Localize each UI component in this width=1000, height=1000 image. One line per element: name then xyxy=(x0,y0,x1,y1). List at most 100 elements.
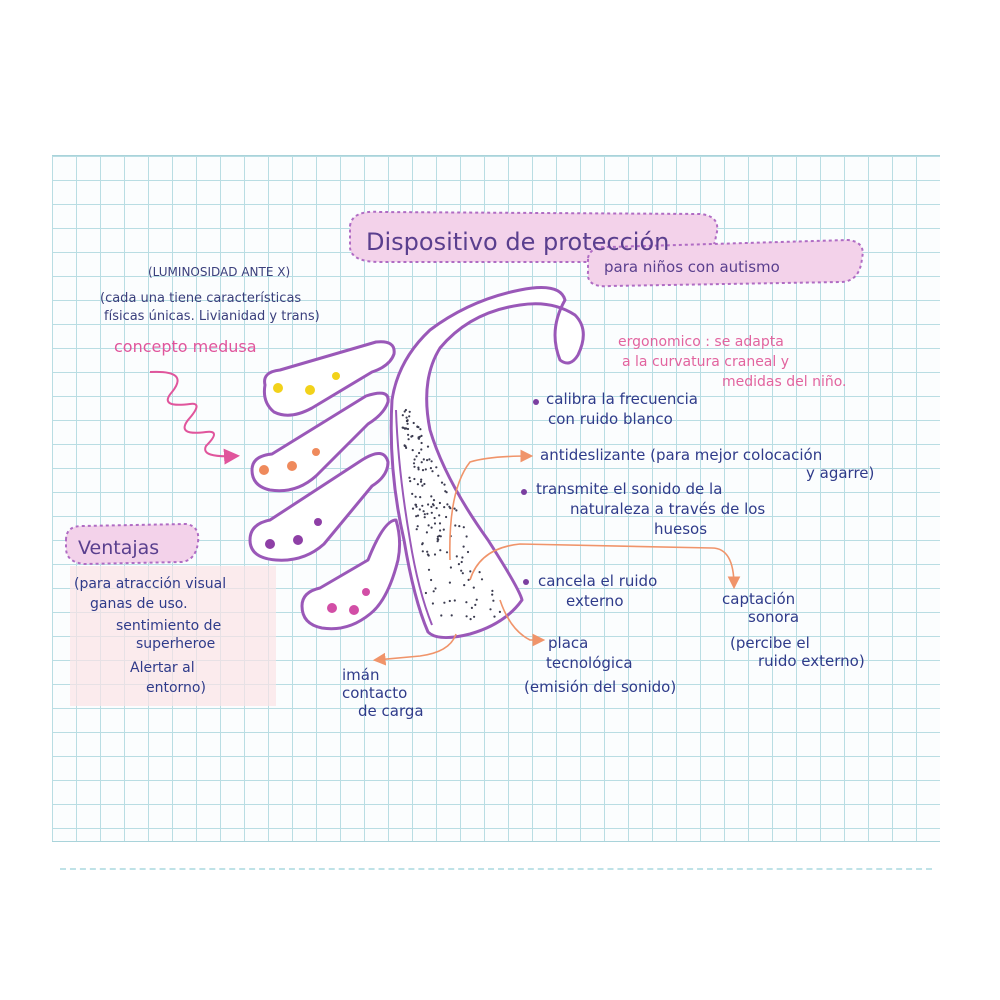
label-transmite-line-1: transmite el sonido de la xyxy=(536,480,722,498)
texture-dot xyxy=(426,550,429,553)
device-arm-3 xyxy=(248,452,390,562)
texture-dot xyxy=(427,503,430,506)
ventajas-line-3: sentimiento de xyxy=(116,618,221,634)
texture-dot xyxy=(467,578,470,582)
arrow-captacion xyxy=(469,543,741,590)
device-arm-4 xyxy=(300,518,402,631)
texture-dot xyxy=(440,481,444,484)
texture-dot xyxy=(437,474,440,477)
label-iman-line-3: de carga xyxy=(358,702,424,720)
texture-dot xyxy=(401,414,404,417)
texture-dot xyxy=(421,542,424,545)
texture-dot xyxy=(418,508,421,511)
dot-orange-3 xyxy=(312,448,320,456)
texture-dot xyxy=(431,470,434,473)
label-calibra-line-1: calibra la frecuencia xyxy=(546,390,698,408)
texture-dot xyxy=(428,458,431,461)
texture-dot xyxy=(408,476,411,479)
texture-dot xyxy=(420,434,423,437)
texture-dot xyxy=(438,514,441,517)
texture-dot xyxy=(455,509,458,512)
ventajas-line-5: Alertar al xyxy=(130,660,195,676)
texture-dot xyxy=(414,495,417,498)
texture-dot xyxy=(419,496,422,499)
note-ergonomico-line-2: a la curvatura craneal y xyxy=(622,354,789,370)
label-captacion-line-1: captación xyxy=(722,590,795,608)
texture-dot xyxy=(419,428,422,431)
texture-dot xyxy=(416,425,419,428)
texture-dot xyxy=(457,563,460,566)
texture-dot xyxy=(429,467,432,470)
texture-dot xyxy=(473,615,476,618)
ventajas-line-4: superheroe xyxy=(136,636,215,652)
arrow-antideslizante xyxy=(449,449,534,561)
texture-dot xyxy=(465,535,468,538)
texture-dot xyxy=(403,444,406,447)
texture-dot xyxy=(408,410,411,413)
label-emision: (emisión del sonido) xyxy=(524,678,676,696)
texture-dot xyxy=(443,601,446,604)
texture-dot xyxy=(430,505,433,508)
texture-dot xyxy=(450,614,453,617)
texture-dot xyxy=(430,526,433,529)
bullet-transmite xyxy=(521,489,527,495)
note-concepto-medusa: concepto medusa xyxy=(114,337,257,356)
texture-dot xyxy=(405,416,408,419)
texture-dot xyxy=(435,466,438,469)
texture-dot xyxy=(460,560,463,564)
label-percibe-line-1: (percibe el xyxy=(730,634,810,652)
bullet-cancela xyxy=(523,579,529,585)
curly-arrow xyxy=(149,370,240,465)
texture-dot xyxy=(438,522,442,525)
texture-dot xyxy=(424,591,427,595)
ventajas-line-6: entorno) xyxy=(146,680,206,696)
texture-dot xyxy=(417,466,420,469)
texture-dot xyxy=(418,451,421,455)
texture-dot xyxy=(439,535,442,538)
label-calibra-line-2: con ruido blanco xyxy=(548,410,673,428)
texture-dot xyxy=(475,598,478,601)
texture-dot xyxy=(455,555,458,558)
dot-magenta-3 xyxy=(362,588,370,596)
texture-dot xyxy=(433,516,436,520)
texture-dot xyxy=(465,601,468,604)
texture-dot xyxy=(491,593,494,596)
dot-magenta-1 xyxy=(327,603,337,613)
texture-dot xyxy=(432,590,435,593)
texture-dot xyxy=(409,480,412,483)
texture-dot xyxy=(427,524,430,527)
texture-dot xyxy=(406,422,409,425)
texture-dot xyxy=(461,556,464,559)
texture-dot xyxy=(433,553,437,556)
texture-dot xyxy=(426,459,429,462)
texture-dot xyxy=(448,599,451,603)
texture-dot xyxy=(430,578,433,582)
texture-dot xyxy=(406,427,410,431)
texture-dot xyxy=(425,531,428,534)
label-iman-line-1: imán xyxy=(342,666,379,684)
dot-purple-3 xyxy=(314,518,322,526)
texture-dot xyxy=(443,483,446,486)
texture-dot xyxy=(445,515,448,519)
texture-dot xyxy=(449,566,452,569)
texture-dot xyxy=(433,522,437,525)
ventajas-line-1: (para atracción visual xyxy=(74,576,226,592)
texture-dot xyxy=(414,503,418,506)
texture-dot xyxy=(445,551,449,554)
dot-magenta-2 xyxy=(349,605,359,615)
texture-dot xyxy=(404,408,407,412)
texture-dot xyxy=(439,549,442,552)
label-percibe-line-2: ruido externo) xyxy=(758,652,865,670)
texture-dot xyxy=(415,455,418,458)
texture-dot xyxy=(489,608,492,611)
note-luminosidad: (LUMINOSIDAD ANTE X) xyxy=(148,265,290,279)
ventajas-heading: Ventajas xyxy=(78,537,159,559)
texture-dot xyxy=(444,490,447,493)
texture-dot xyxy=(491,589,494,593)
label-placa-line-1: placa xyxy=(548,634,588,652)
texture-dot xyxy=(412,462,416,465)
texture-dot xyxy=(417,437,420,440)
texture-dot xyxy=(446,503,449,506)
texture-dot xyxy=(416,514,420,517)
texture-dot xyxy=(420,478,423,481)
